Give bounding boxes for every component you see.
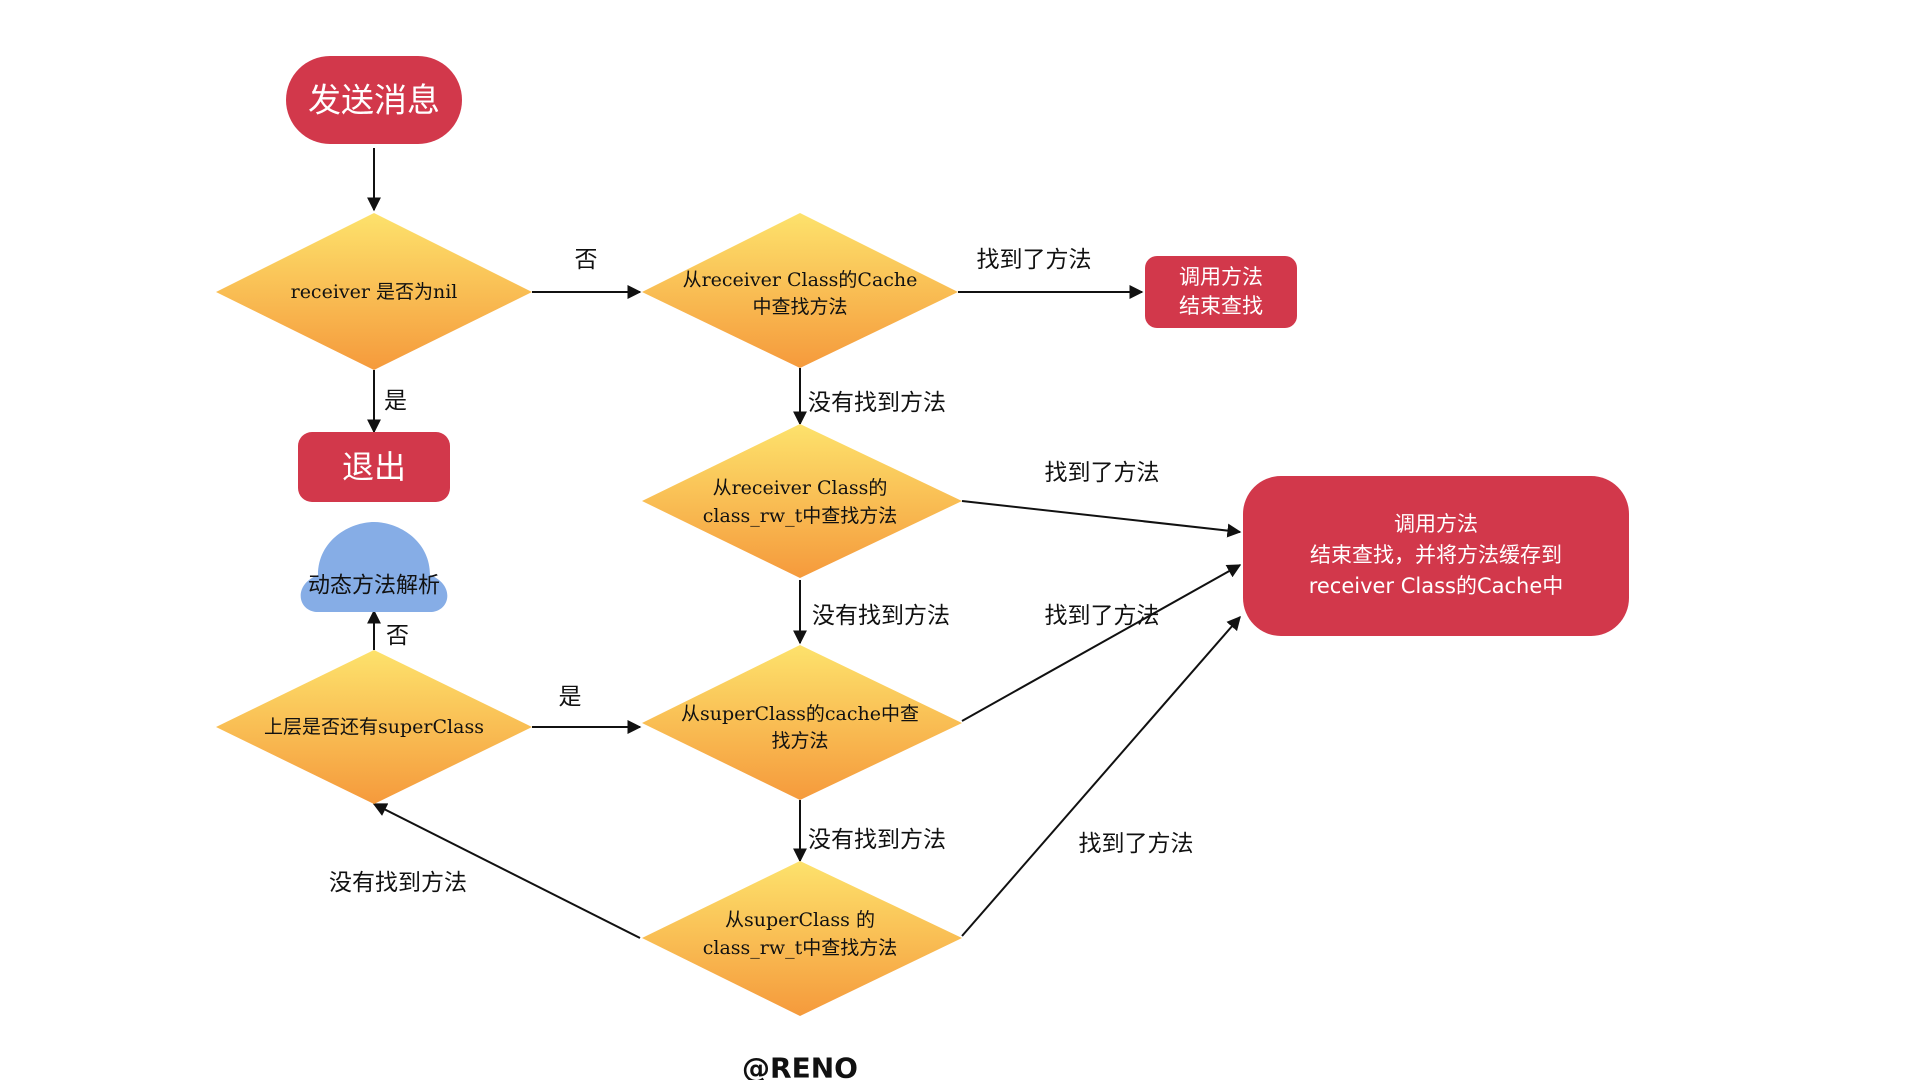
check-superclass-label: 上层是否还有superClass <box>264 716 484 738</box>
receiver-rw-line1: 从receiver Class的 <box>713 477 888 499</box>
receiver-cache-line2: 中查找方法 <box>752 296 847 318</box>
call-end-1-line2: 结束查找 <box>1179 294 1263 318</box>
super-rw-line1: 从superClass 的 <box>725 909 875 931</box>
check-nil-label: receiver 是否为nil <box>291 281 458 303</box>
node-dynamic-resolution: 动态方法解析 <box>300 522 448 612</box>
label-nil-no: 否 <box>575 247 598 273</box>
label-notfound-3: 没有找到方法 <box>808 827 946 853</box>
call-end-cache-line2: 结束查找，并将方法缓存到 <box>1310 543 1562 567</box>
super-cache-line1: 从superClass的cache中查 <box>681 703 919 725</box>
edge-rw-found <box>961 500 1242 538</box>
label-nil-yes: 是 <box>384 388 407 414</box>
node-receiver-cache: 从receiver Class的Cache 中查找方法 <box>642 213 958 368</box>
edges <box>367 148 1242 939</box>
node-call-end-cache: 调用方法 结束查找，并将方法缓存到 receiver Class的Cache中 <box>1243 476 1629 636</box>
receiver-cache-diamond <box>642 213 958 368</box>
super-cache-line2: 找方法 <box>771 730 828 752</box>
node-check-nil: receiver 是否为nil <box>216 213 532 370</box>
edge-super-rw-found <box>961 615 1241 937</box>
edge-labels: 否 是 找到了方法 没有找到方法 找到了方法 没有找到方法 找到了方法 没有找到… <box>329 247 1194 896</box>
label-found-2: 找到了方法 <box>1045 460 1160 486</box>
exit-label: 退出 <box>342 448 406 486</box>
start-terminal-shape <box>286 56 462 144</box>
exit-terminal-shape <box>298 432 450 502</box>
node-check-superclass: 上层是否还有superClass <box>216 650 532 804</box>
check-nil-diamond <box>216 213 532 370</box>
label-found-4: 找到了方法 <box>1079 831 1194 857</box>
call-end-cache-line3: receiver Class的Cache中 <box>1309 574 1564 598</box>
dynamic-resolution-label: 动态方法解析 <box>308 574 440 599</box>
cloud-icon <box>300 522 448 612</box>
call-end-cache-shape <box>1243 476 1629 636</box>
call-end-1-line1: 调用方法 <box>1179 265 1263 289</box>
author-credit: @RENO <box>742 1052 858 1080</box>
edge-super-rw-notfound-loop <box>372 803 641 939</box>
check-superclass-diamond <box>216 650 532 804</box>
call-end-1-shape <box>1145 256 1297 328</box>
edge-super-cache-found <box>961 564 1242 722</box>
super-rw-diamond <box>642 861 962 1016</box>
label-notfound-loop: 没有找到方法 <box>329 870 467 896</box>
start-label: 发送消息 <box>308 81 440 120</box>
super-cache-diamond <box>642 645 962 800</box>
label-super-yes: 是 <box>559 684 582 710</box>
label-found-3: 找到了方法 <box>1045 603 1160 629</box>
node-receiver-rw: 从receiver Class的 class_rw_t中查找方法 <box>642 424 962 578</box>
node-start: 发送消息 <box>286 56 462 144</box>
super-rw-line2: class_rw_t中查找方法 <box>703 937 898 959</box>
node-super-rw: 从superClass 的 class_rw_t中查找方法 <box>642 861 962 1016</box>
receiver-rw-line2: class_rw_t中查找方法 <box>703 505 898 527</box>
label-found-1: 找到了方法 <box>977 247 1092 273</box>
call-end-cache-line1: 调用方法 <box>1394 512 1478 536</box>
node-exit: 退出 <box>298 432 450 502</box>
label-notfound-1: 没有找到方法 <box>808 390 946 416</box>
label-super-no: 否 <box>386 623 409 649</box>
receiver-rw-diamond <box>642 424 962 578</box>
node-call-end-1: 调用方法 结束查找 <box>1145 256 1297 328</box>
label-notfound-2: 没有找到方法 <box>812 603 950 629</box>
node-super-cache: 从superClass的cache中查 找方法 <box>642 645 962 800</box>
receiver-cache-line1: 从receiver Class的Cache <box>683 269 918 291</box>
